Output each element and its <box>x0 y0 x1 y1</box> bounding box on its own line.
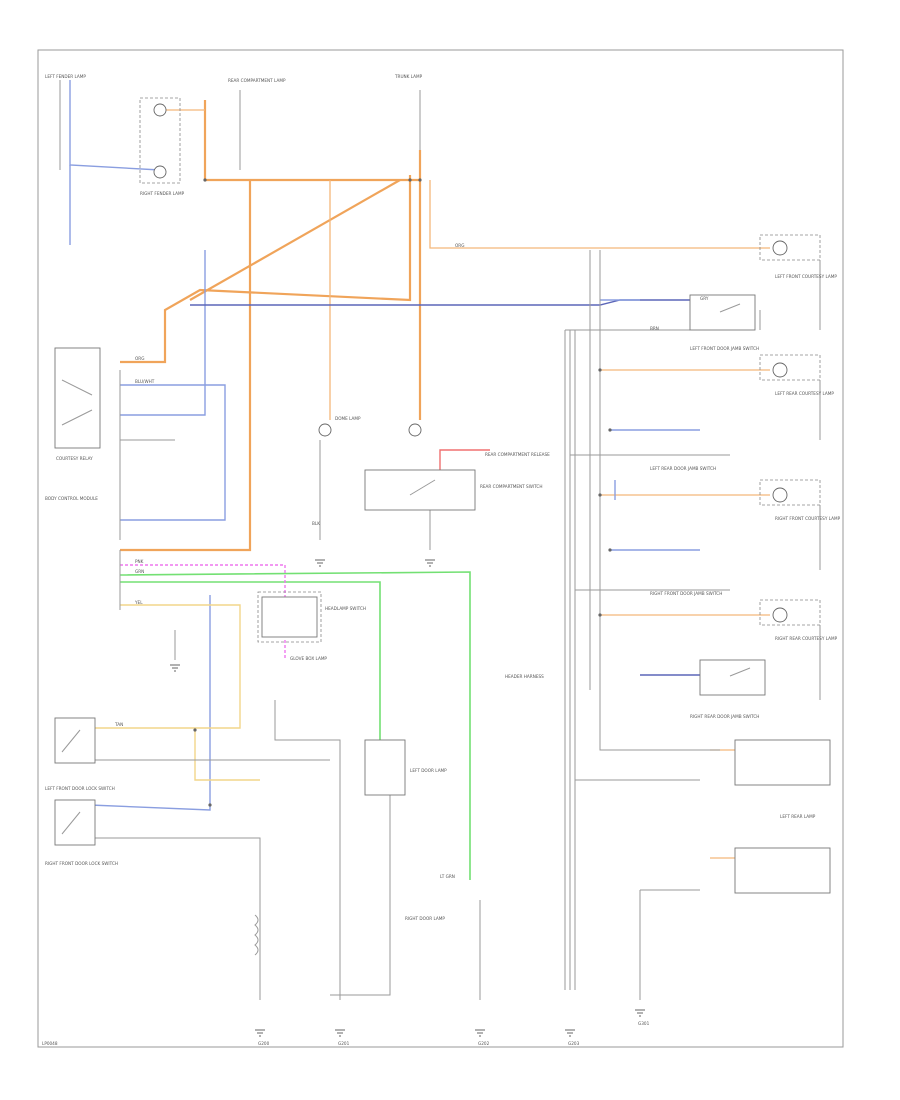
red-wires <box>439 449 490 470</box>
left-door-lock-box <box>364 739 406 796</box>
right-rear-door-jamb-box <box>699 659 766 696</box>
wire-label-grn: GRN <box>135 569 144 574</box>
left-rear-courtesy-lamp-housing <box>759 354 821 381</box>
left-front-courtesy-lamp-housing <box>759 234 821 261</box>
label-right-rear-door-jamb: RIGHT REAR DOOR JAMB SWITCH <box>690 714 759 719</box>
wire-label-tan: TAN <box>114 722 123 727</box>
label-courtesy-relay: COURTESY RELAY <box>56 456 93 461</box>
label-rear-comp-switch: REAR COMPARTMENT SWITCH <box>480 484 542 489</box>
left-rear-lamp-box <box>734 739 831 786</box>
label-left-front-courtesy-lamp: LEFT FRONT COURTESY LAMP <box>775 274 837 279</box>
ground-symbol <box>255 1029 265 1037</box>
ground-symbol <box>565 1029 575 1037</box>
ground-symbol <box>170 664 180 672</box>
ground-symbol <box>335 1029 345 1037</box>
rear-compartment-switch-box <box>364 469 476 511</box>
footer-code: LP0048 <box>42 1041 58 1046</box>
right-front-door-jamb-switch-box <box>54 799 96 846</box>
label-right-front-door-lock: RIGHT FRONT DOOR LOCK SWITCH <box>45 861 118 866</box>
ground-symbol <box>635 1009 645 1017</box>
label-left-fender-lamp: LEFT FENDER LAMP <box>45 74 86 79</box>
label-left-door-lamp: LEFT DOOR LAMP <box>410 768 447 773</box>
ground-label: G203 <box>568 1041 580 1046</box>
wire-label-pnk: PNK <box>135 559 144 564</box>
wire-label-blu-wht: BLU/WHT <box>135 379 155 384</box>
ground-label: G200 <box>258 1041 270 1046</box>
ground-symbol <box>315 559 325 567</box>
courtesy-relay-box <box>54 347 101 449</box>
right-rear-lamp-box <box>734 847 831 894</box>
left-front-door-jamb-box <box>689 294 756 331</box>
rear-compartment-lamp-bulb <box>408 423 422 437</box>
diagram-frame <box>37 49 844 1048</box>
label-rear-compartment-lamp: REAR COMPARTMENT LAMP <box>228 78 286 83</box>
wire-label-blk: BLK <box>312 521 320 526</box>
label-right-fender-lamp: RIGHT FENDER LAMP <box>140 191 185 196</box>
label-trunk-lamp: TRUNK LAMP <box>394 74 423 79</box>
yellow-wires <box>90 604 260 781</box>
label-left-front-door-jamb: LEFT FRONT DOOR JAMB SWITCH <box>690 346 759 351</box>
gray-wires <box>59 80 821 1000</box>
wire-label-yel: YEL <box>134 600 143 605</box>
label-left-rear-door-jamb: LEFT REAR DOOR JAMB SWITCH <box>650 466 716 471</box>
label-header-harness: HEADER HARNESS <box>505 674 544 679</box>
headlamp-switch-box <box>261 596 318 638</box>
left-rear-courtesy-lamp-bulb <box>772 362 788 378</box>
label-right-door-lamp: RIGHT DOOR LAMP <box>405 916 445 921</box>
text-labels: LEFT FENDER LAMP RIGHT FENDER LAMP REAR … <box>42 74 841 1046</box>
blue-signal-wires <box>69 80 700 811</box>
label-glove-box-lamp: GLOVE BOX LAMP <box>290 656 327 661</box>
ground-symbol <box>475 1029 485 1037</box>
label-rear-comp-release: REAR COMPARTMENT RELEASE <box>485 452 550 457</box>
splice-dots <box>193 178 612 807</box>
wire-label-brn: BRN <box>650 326 659 331</box>
wire-label-lt-grn: LT GRN <box>440 874 455 879</box>
right-front-courtesy-lamp-housing <box>759 479 821 506</box>
right-front-courtesy-lamp-bulb <box>772 487 788 503</box>
label-right-front-courtesy-lamp: RIGHT FRONT COURTESY LAMP <box>775 516 841 521</box>
right-fender-lamp-bulb <box>153 165 167 179</box>
ground-symbols <box>170 559 645 1037</box>
label-headlamp-switch: HEADLAMP SWITCH <box>325 606 366 611</box>
ground-label: G202 <box>478 1041 490 1046</box>
right-rear-courtesy-lamp-bulb <box>772 607 788 623</box>
wire-label-org: ORG <box>135 356 144 361</box>
left-fender-lamp-bulb <box>153 103 167 117</box>
label-body-control-module: BODY CONTROL MODULE <box>45 496 98 501</box>
label-left-rear-lamp: LEFT REAR LAMP <box>780 814 816 819</box>
dome-lamp-bulb <box>318 423 332 437</box>
label-right-front-door-jamb: RIGHT FRONT DOOR JAMB SWITCH <box>650 591 722 596</box>
label-right-rear-courtesy-lamp: RIGHT REAR COURTESY LAMP <box>775 636 838 641</box>
left-front-door-jamb-switch-box <box>54 717 96 764</box>
left-fender-lamp-housing <box>139 97 181 184</box>
wire-label-org: ORG <box>455 243 464 248</box>
green-wires <box>119 571 471 880</box>
pink-wires <box>120 564 286 660</box>
left-front-courtesy-lamp-bulb <box>772 240 788 256</box>
wire-label-gry: GRY <box>700 296 709 301</box>
ground-label: G301 <box>638 1021 650 1026</box>
label-left-rear-courtesy-lamp: LEFT REAR COURTESY LAMP <box>775 391 834 396</box>
ground-label: G201 <box>338 1041 350 1046</box>
component-symbols <box>54 97 831 956</box>
label-left-front-door-lock: LEFT FRONT DOOR LOCK SWITCH <box>45 786 115 791</box>
ground-symbol <box>425 559 435 567</box>
label-dome-lamp: DOME LAMP <box>335 416 361 421</box>
headlamp-switch-dashed <box>257 591 322 643</box>
right-rear-courtesy-lamp-housing <box>759 599 821 626</box>
release-solenoid-coil <box>254 914 259 956</box>
